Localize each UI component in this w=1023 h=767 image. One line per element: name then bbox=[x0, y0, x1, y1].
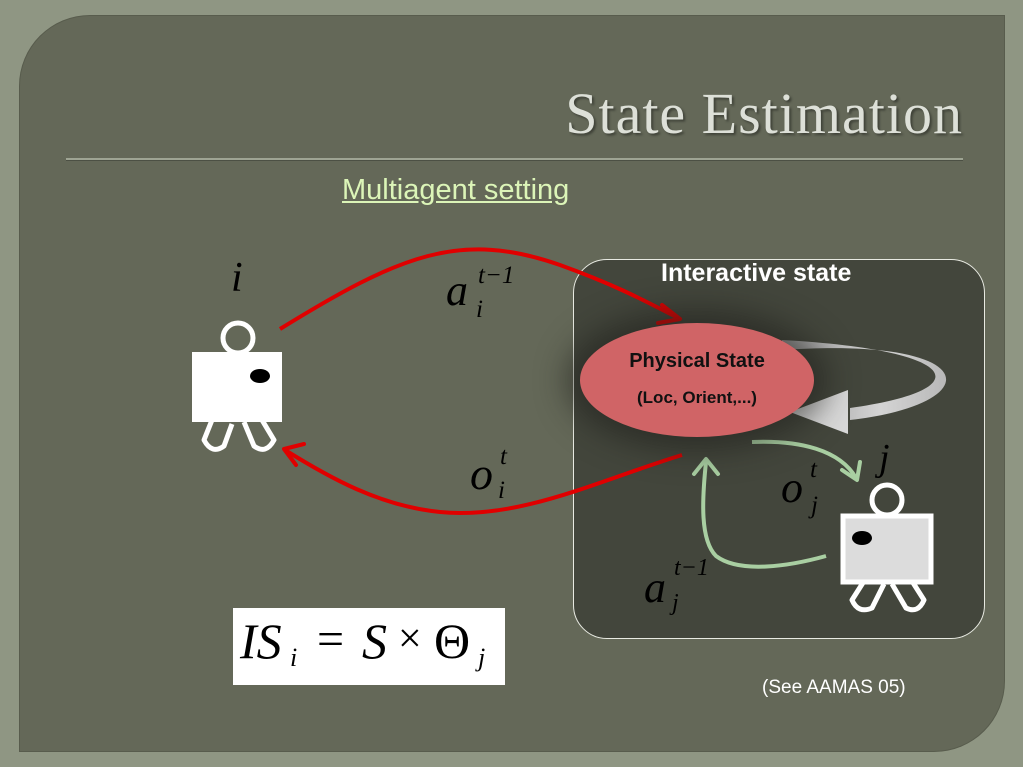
observation-i-sub: i bbox=[498, 477, 505, 504]
agent-i-figure bbox=[192, 320, 282, 452]
formula-s: S bbox=[362, 613, 387, 669]
formula-box bbox=[233, 608, 505, 685]
physical-state-node bbox=[580, 323, 814, 437]
observation-i-sup: t bbox=[500, 443, 507, 470]
physical-state-title: Physical State bbox=[629, 350, 765, 372]
observation-j-sup: t bbox=[810, 456, 817, 483]
observation-arrow-i bbox=[282, 442, 683, 515]
observation-j-base: o bbox=[781, 463, 803, 512]
agent-j-figure bbox=[840, 482, 934, 613]
agent-i-label: i bbox=[231, 255, 243, 301]
observation-j-sub: j bbox=[811, 492, 818, 519]
formula-lhs: IS bbox=[240, 613, 282, 669]
formula-times: × bbox=[398, 616, 422, 662]
action-i-base: a bbox=[446, 266, 468, 315]
action-i-sub: i bbox=[476, 296, 483, 323]
interactive-state-label: Interactive state bbox=[661, 259, 852, 287]
observation-arrow-j bbox=[751, 439, 862, 482]
action-arrow-i bbox=[278, 247, 682, 331]
slide-subtitle: Multiagent setting bbox=[342, 174, 570, 206]
agent-j-label: j bbox=[879, 437, 890, 479]
citation: (See AAMAS 05) bbox=[762, 677, 906, 698]
physical-state-subtitle: (Loc, Orient,...) bbox=[637, 388, 757, 407]
title-divider bbox=[66, 158, 963, 160]
formula-theta: Θ bbox=[434, 613, 471, 669]
action-arrow-j bbox=[692, 457, 827, 569]
slide-title: State Estimation bbox=[565, 81, 963, 146]
self-loop-arrow bbox=[782, 340, 947, 434]
action-i-sup: t−1 bbox=[478, 262, 515, 289]
action-j-sub: j bbox=[672, 590, 679, 616]
formula-theta-sub: j bbox=[478, 643, 486, 672]
observation-i-base: o bbox=[470, 448, 493, 499]
formula-equals: = bbox=[317, 613, 345, 666]
action-j-base: a bbox=[644, 563, 666, 612]
action-j-sup: t−1 bbox=[674, 555, 709, 581]
formula-lhs-sub: i bbox=[290, 643, 298, 672]
